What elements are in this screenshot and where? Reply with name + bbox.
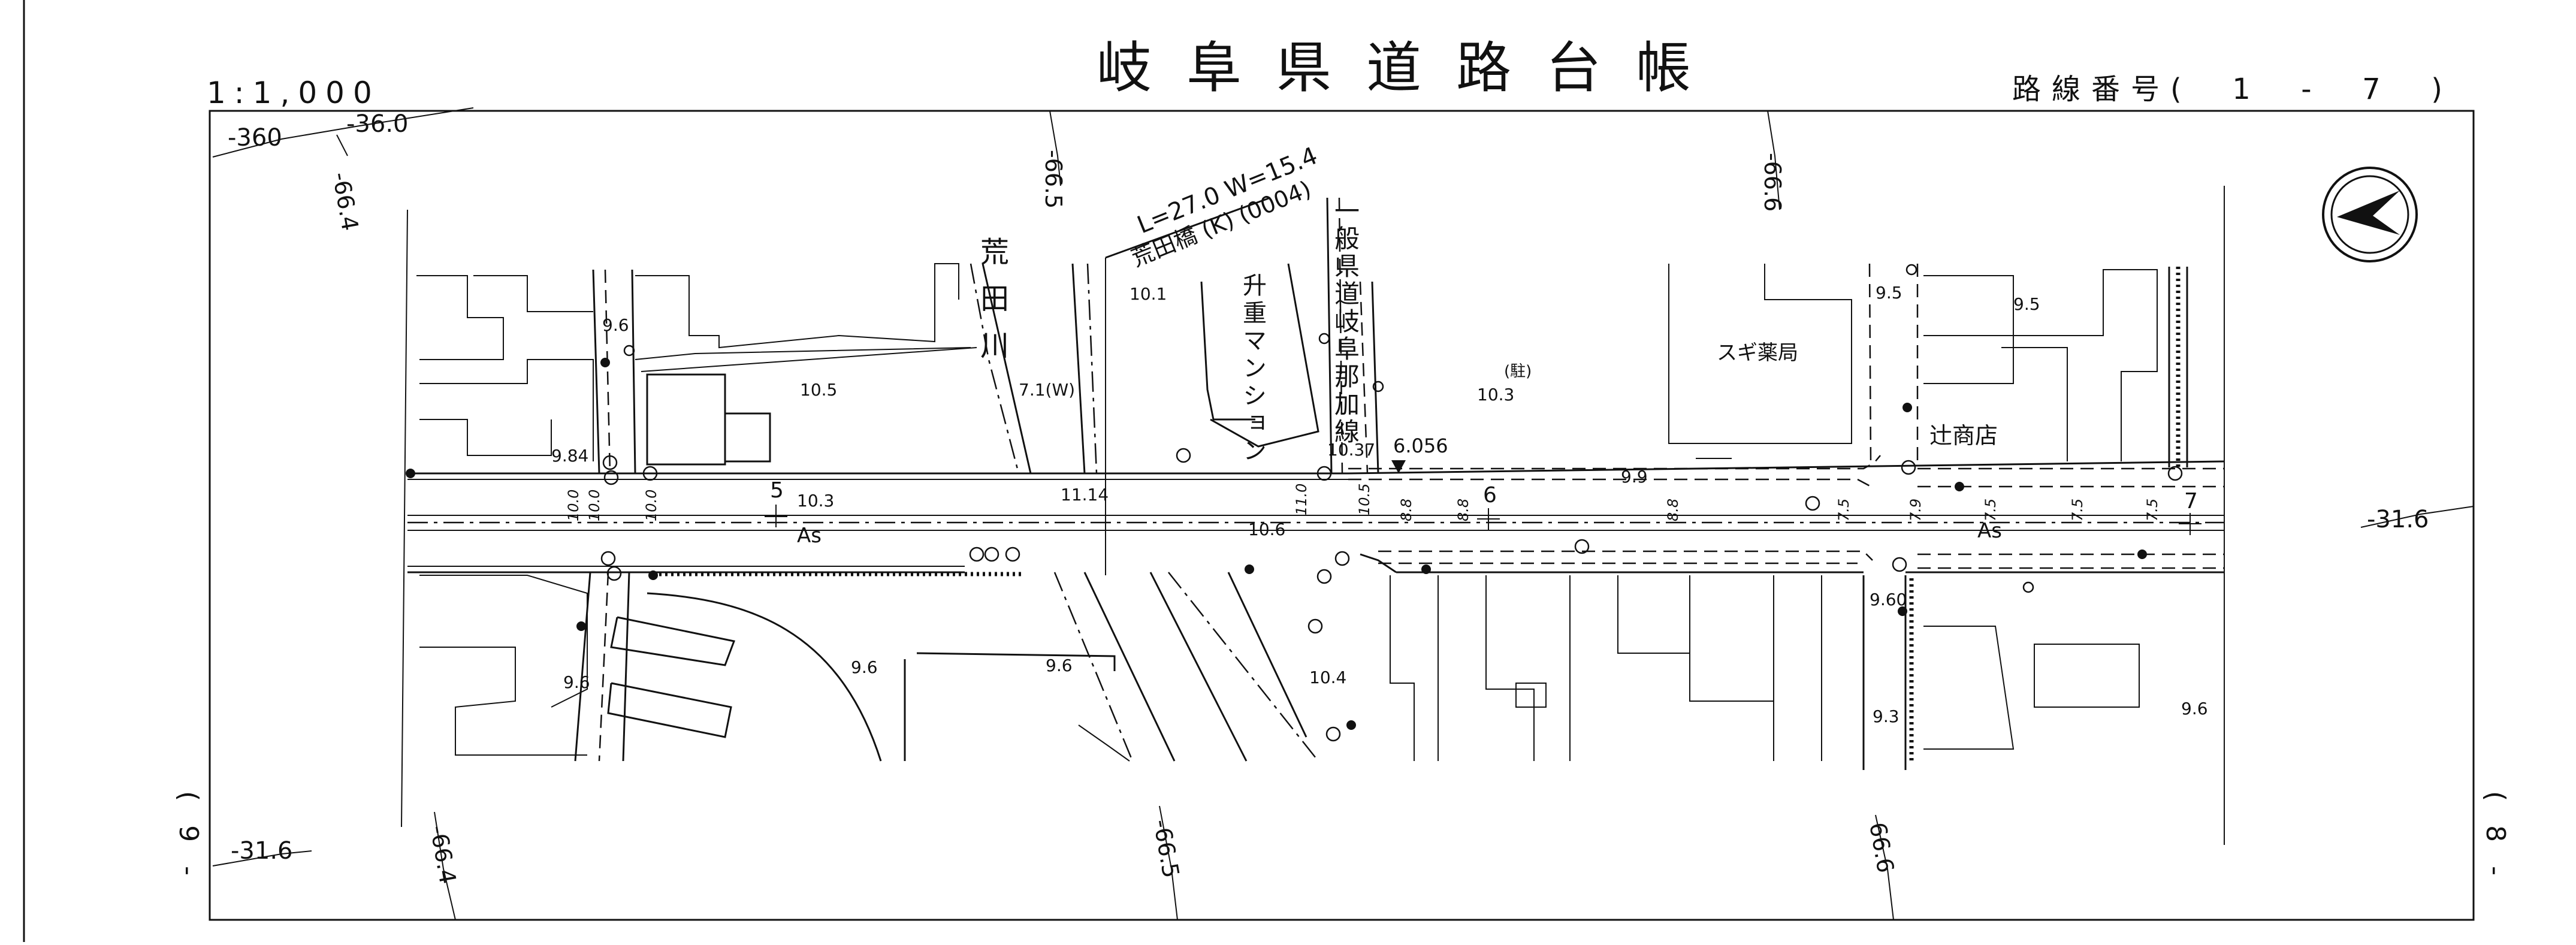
elevation-value: 9.6 xyxy=(1046,656,1073,675)
north-arrow-icon xyxy=(2322,167,2418,262)
contour-label: -66.5 xyxy=(1148,817,1184,880)
elevation-value: 9.6 xyxy=(851,657,878,677)
elevation-value: 9.6 xyxy=(602,315,629,335)
surface-label: As xyxy=(1977,519,2002,543)
contour-label: -66.4 xyxy=(327,170,363,233)
contour-label: -31.6 xyxy=(231,837,293,865)
building-outlines xyxy=(416,263,2158,762)
side-roads xyxy=(574,197,2188,770)
elevation-value: 9.84 xyxy=(551,446,588,466)
elevation-value: 10.1 xyxy=(1130,284,1167,304)
sheet-edge-left-label: (9- xyxy=(173,791,204,899)
station-number: 5 xyxy=(770,478,784,503)
road-width-label: 8.8 xyxy=(1455,499,1472,521)
road-width-label: 10.0 xyxy=(643,490,660,521)
road-width-label: 7.5 xyxy=(1982,499,1999,521)
road-width-label: 8.8 xyxy=(1398,499,1415,521)
elevation-value: 10.5 xyxy=(800,380,837,400)
elevation-value: 9.3 xyxy=(1873,707,1899,726)
elevation-value: 9.9 xyxy=(1621,467,1648,487)
road-width-label: 7.5 xyxy=(1835,499,1852,521)
road-width-label: 11.0 xyxy=(1293,484,1310,515)
station-number: 7 xyxy=(2184,489,2198,514)
elevation-value: 7.1(W) xyxy=(1019,380,1075,400)
station-crosshair-icon xyxy=(765,505,2201,535)
contour-label: -36.0 xyxy=(346,110,409,138)
road-width-label: 7.9 xyxy=(1907,499,1924,521)
contour-label: -66.4 xyxy=(425,823,461,886)
map-scale: 1:1,000 xyxy=(207,76,380,110)
contour-label: -360 xyxy=(228,124,282,152)
road-width-label: 10.5 xyxy=(1356,484,1373,515)
contour-lines xyxy=(212,107,2474,920)
contour-label: -66.5 xyxy=(1040,150,1067,209)
contour-label: 66.6 xyxy=(1864,820,1899,875)
pole-markers xyxy=(406,358,2147,730)
elevation-value: 10.6 xyxy=(1248,520,1285,539)
elevation-value: 9.5 xyxy=(1876,283,1902,303)
sheet-edge-right-label: (8- xyxy=(2480,791,2511,899)
elevation-value: 10.37 xyxy=(1327,440,1375,460)
elevation-value: 9.60 xyxy=(1870,590,1907,609)
river-label: 荒田川 xyxy=(975,237,1008,377)
station-number: 6 xyxy=(1483,483,1497,508)
road-width-label: 10.0 xyxy=(565,490,582,521)
elevation-value: 10.4 xyxy=(1309,668,1346,687)
road-width-label: 7.5 xyxy=(2069,499,2086,521)
parking-label: (駐) xyxy=(1504,363,1532,381)
elevation-points: 9.6 10.5 7.1(W) 10.1 10.3 9.5 9.5 9.84 1… xyxy=(551,283,2208,726)
surface-label: As xyxy=(797,524,822,548)
benchmark-icon xyxy=(1391,460,1406,473)
elevation-value: 10.3 xyxy=(1477,385,1514,404)
elevation-value: 11.14 xyxy=(1061,485,1109,505)
road-width-label: 10.0 xyxy=(586,490,603,521)
road-width-label: 8.8 xyxy=(1665,499,1681,521)
elevation-value: 9.5 xyxy=(2013,294,2040,314)
map-title: 岐阜県道路台帳 xyxy=(1097,36,1726,100)
road-width-label: 7.5 xyxy=(2144,499,2161,521)
benchmark-value: 6.056 xyxy=(1393,434,1448,457)
utility-markers xyxy=(600,264,2183,742)
elevation-value: 9.6 xyxy=(563,672,590,692)
mansion-label: 升重マンション xyxy=(1239,273,1266,466)
contour-label: -31.6 xyxy=(2367,506,2429,533)
elevation-value: 10.3 xyxy=(797,491,834,511)
prefectural-road-label: 一般県道岐阜那加線 xyxy=(1331,198,1360,446)
shop-label: 辻商店 xyxy=(1929,422,1998,449)
route-number: 路線番号( 1 - 7 ) xyxy=(2012,73,2453,106)
contour-label: -66.6 xyxy=(1759,153,1786,212)
main-road xyxy=(407,455,2225,576)
elevation-value: 9.6 xyxy=(2181,699,2208,718)
pharmacy-label: スギ薬局 xyxy=(1717,341,1798,365)
